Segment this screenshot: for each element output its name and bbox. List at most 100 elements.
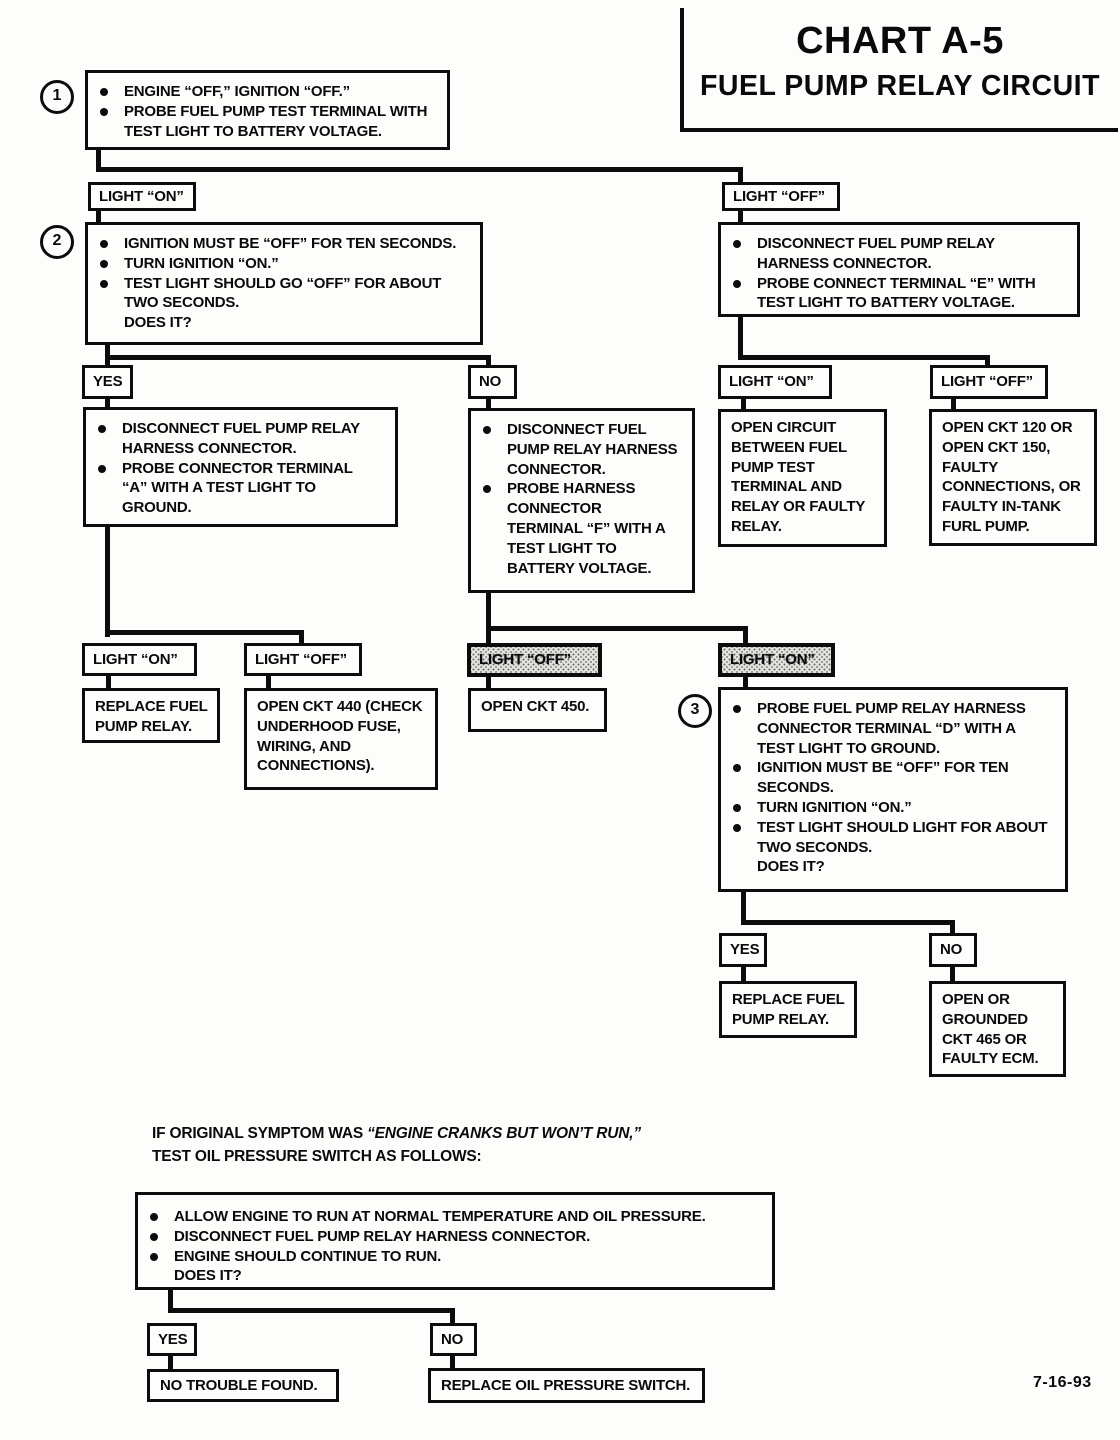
bullet-text: IGNITION MUST BE “OFF” FOR TEN SECONDS. — [757, 759, 1009, 797]
connector-line — [743, 677, 748, 687]
bullet-item: DISCONNECT FUEL PUMP RELAY HARNESS CONNE… — [138, 1227, 766, 1247]
label-text: LIGHT “ON” — [730, 651, 815, 669]
connector-line — [486, 626, 748, 631]
label-yes-3: YES — [147, 1323, 197, 1356]
label-text: LIGHT “ON” — [93, 650, 178, 668]
result-open-ckt-450: OPEN CKT 450. — [468, 688, 607, 732]
footnote-italic: “ENGINE CRANKS BUT WON’T RUN,” — [367, 1125, 641, 1142]
label-no-3: NO — [430, 1323, 477, 1356]
label-no-2: NO — [929, 933, 977, 967]
step-circle-3: 3 — [678, 694, 712, 728]
action-probe-terminal-e: DISCONNECT FUEL PUMP RELAY HARNESS CONNE… — [718, 222, 1080, 317]
result-replace-fuel-pump-relay-2: REPLACE FUEL PUMP RELAY. — [719, 981, 857, 1038]
connector-line — [96, 167, 743, 172]
connector-line — [741, 920, 955, 925]
step-circle-2: 2 — [40, 225, 74, 259]
label-light-off-4: LIGHT “OFF” — [467, 643, 602, 677]
node-oil-pressure-test: ALLOW ENGINE TO RUN AT NORMAL TEMPERATUR… — [135, 1192, 775, 1290]
bullet-text: PROBE FUEL PUMP RELAY HARNESS CONNECTOR … — [757, 700, 1026, 757]
result-open-ckt-440: OPEN CKT 440 (CHECK UNDERHOOD FUSE, WIRI… — [244, 688, 438, 790]
bullet-icon — [733, 764, 741, 773]
bullet-icon — [733, 705, 741, 713]
connector-line — [105, 355, 491, 360]
result-open-circuit-relay: OPEN CIRCUIT BETWEEN FUEL PUMP TEST TERM… — [718, 409, 887, 547]
label-light-on-4: LIGHT “ON” — [718, 643, 835, 677]
bullet-icon — [733, 803, 741, 812]
label-yes-2: YES — [719, 933, 767, 967]
bullet-item: TURN IGNITION “ON.” — [721, 798, 1059, 818]
footnote-prefix: IF ORIGINAL SYMPTOM WAS — [152, 1125, 368, 1142]
bullet-item: PROBE CONNECT TERMINAL “E” WITH TEST LIG… — [721, 274, 1071, 314]
result-open-ckt-120-150: OPEN CKT 120 OR OPEN CKT 150, FAULTY CON… — [929, 409, 1097, 546]
node-step1: ENGINE “OFF,” IGNITION “OFF.”PROBE FUEL … — [85, 70, 450, 150]
connector-line — [950, 920, 955, 933]
bullet-text: DISCONNECT FUEL PUMP RELAY HARNESS CONNE… — [507, 421, 678, 478]
connector-line — [486, 399, 491, 408]
label-no-1: NO — [468, 365, 517, 399]
step-number: 2 — [52, 232, 62, 249]
connector-line — [738, 355, 990, 360]
connector-line — [738, 317, 743, 360]
action-probe-terminal-f: DISCONNECT FUEL PUMP RELAY HARNESS CONNE… — [468, 408, 695, 593]
connector-line — [950, 967, 955, 981]
bullet-item: PROBE HARNESS CONNECTOR TERMINAL “F” WIT… — [471, 479, 686, 578]
label-text: NO — [479, 373, 502, 391]
label-text: YES — [93, 373, 123, 391]
label-text: LIGHT “OFF” — [733, 187, 825, 205]
connector-line — [450, 1356, 455, 1368]
title-block-left-rule — [680, 8, 684, 132]
step-number: 1 — [52, 87, 62, 104]
bullet-item: DISCONNECT FUEL PUMP RELAY HARNESS CONNE… — [86, 419, 389, 459]
bullet-text: ENGINE SHOULD CONTINUE TO RUN. DOES IT? — [174, 1247, 442, 1285]
footnote: IF ORIGINAL SYMPTOM WAS “ENGINE CRANKS B… — [152, 1122, 641, 1169]
bullet-icon — [98, 425, 106, 433]
bullet-item: ENGINE “OFF,” IGNITION “OFF.” — [88, 82, 441, 102]
bullet-text: DISCONNECT FUEL PUMP RELAY HARNESS CONNE… — [757, 235, 995, 272]
label-text: LIGHT “OFF” — [255, 650, 347, 668]
connector-line — [106, 676, 111, 688]
connector-line — [96, 150, 101, 172]
bullet-text: PROBE CONNECTOR TERMINAL “A” WITH A TEST… — [122, 459, 353, 517]
bullet-icon — [483, 426, 491, 434]
connector-line — [96, 211, 101, 222]
result-replace-fuel-pump-relay-1: REPLACE FUEL PUMP RELAY. — [82, 688, 220, 743]
bullet-text: TEST LIGHT SHOULD GO “OFF” FOR ABOUT TWO… — [124, 274, 442, 332]
result-open-grounded-ckt-465: OPEN OR GROUNDED CKT 465 OR FAULTY ECM. — [929, 981, 1066, 1077]
step-circle-1: 1 — [40, 80, 74, 114]
connector-line — [105, 399, 110, 407]
title-block-bottom-rule — [680, 128, 1118, 132]
bullet-item: ENGINE SHOULD CONTINUE TO RUN. DOES IT? — [138, 1247, 766, 1287]
connector-line — [486, 593, 491, 643]
bullet-text: TURN IGNITION “ON.” — [757, 798, 912, 816]
bullet-item: TURN IGNITION “ON.” — [88, 254, 474, 274]
bullet-item: PROBE FUEL PUMP RELAY HARNESS CONNECTOR … — [721, 699, 1059, 758]
label-light-on-1: LIGHT “ON” — [88, 182, 196, 211]
connector-line — [486, 677, 491, 688]
chart-subtitle: FUEL PUMP RELAY CIRCUIT — [699, 70, 1100, 102]
bullet-text: DISCONNECT FUEL PUMP RELAY HARNESS CONNE… — [122, 420, 360, 457]
bullet-icon — [150, 1232, 158, 1241]
connector-line — [741, 967, 746, 981]
bullet-icon — [100, 279, 108, 288]
action-probe-terminal-a: DISCONNECT FUEL PUMP RELAY HARNESS CONNE… — [83, 407, 398, 527]
bullet-item: DISCONNECT FUEL PUMP RELAY HARNESS CONNE… — [721, 234, 1071, 274]
node-step2: IGNITION MUST BE “OFF” FOR TEN SECONDS.T… — [85, 222, 483, 345]
label-light-off-1: LIGHT “OFF” — [722, 182, 840, 211]
bullet-item: PROBE FUEL PUMP TEST TERMINAL WITH TEST … — [88, 102, 441, 142]
result-replace-oil-pressure-switch: REPLACE OIL PRESSURE SWITCH. — [428, 1368, 705, 1403]
connector-line — [105, 630, 304, 635]
bullet-item: PROBE CONNECTOR TERMINAL “A” WITH A TEST… — [86, 459, 389, 518]
bullet-item: DISCONNECT FUEL PUMP RELAY HARNESS CONNE… — [471, 420, 686, 479]
label-text: LIGHT “OFF” — [479, 651, 571, 669]
bullet-icon — [150, 1252, 158, 1261]
connector-line — [741, 399, 746, 409]
label-text: NO — [940, 941, 963, 959]
bullet-icon — [150, 1213, 158, 1221]
label-text: YES — [730, 941, 760, 959]
connector-line — [743, 626, 748, 643]
connector-line — [168, 1356, 173, 1369]
label-light-on-3: LIGHT “ON” — [82, 643, 197, 676]
bullet-icon — [733, 823, 741, 832]
bullet-text: PROBE CONNECT TERMINAL “E” WITH TEST LIG… — [757, 274, 1036, 312]
